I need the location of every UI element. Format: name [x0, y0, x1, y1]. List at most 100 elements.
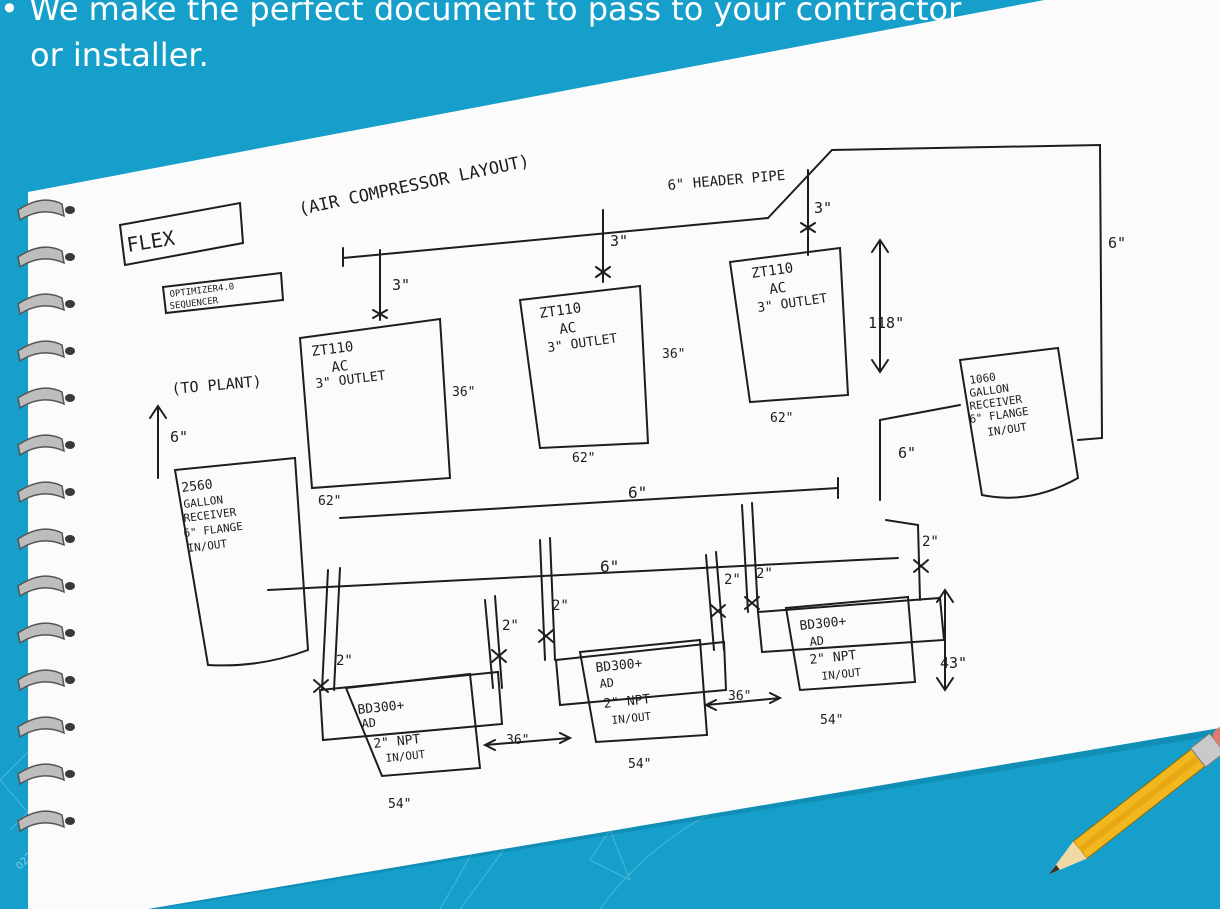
to-plant-pipe-label: 6"	[170, 428, 188, 446]
dryer-3	[784, 595, 917, 692]
spiral-ring	[17, 293, 65, 316]
dryer-3-line-3: 2" NPT	[809, 648, 857, 668]
spiral-hole	[65, 723, 75, 731]
left-receiver-line-3: RECEIVER	[183, 506, 238, 525]
compressor-2	[518, 284, 650, 450]
spiral-hole	[65, 488, 75, 496]
spiral-hole	[65, 394, 75, 402]
sketch-ink	[118, 143, 1104, 778]
compressor-2-line-1: ZT110	[538, 300, 582, 322]
dryer-1-line-1: BD300+	[357, 698, 405, 718]
right-receiver-line-1: 1060	[969, 370, 997, 387]
spiral-ring	[17, 810, 65, 833]
compressor-2-pipe: 3"	[610, 232, 628, 250]
upper-manifold	[339, 487, 839, 519]
spiral-ring	[17, 481, 65, 504]
dryer-1-line-4: IN/OUT	[385, 748, 426, 765]
compressor-1-pipe: 3"	[392, 276, 410, 294]
right-receiver-line-2: GALLON	[969, 382, 1010, 400]
caption: • We make the perfect document to pass t…	[0, 0, 962, 78]
lower-manifold-label: 6"	[600, 557, 619, 576]
left-receiver	[173, 456, 310, 667]
dryer-1	[344, 672, 482, 778]
upper-manifold-label: 6"	[628, 483, 647, 502]
dryer-1-in: 2"	[336, 653, 353, 669]
dryer-3-out: 2"	[922, 534, 939, 550]
caption-line-1: • We make the perfect document to pass t…	[0, 0, 962, 28]
spiral-ring	[17, 528, 65, 551]
dryer-2-out: 2"	[724, 572, 741, 588]
right-receiver	[958, 346, 1080, 499]
dryer-2-line-2: AD	[599, 676, 615, 691]
spiral-hole	[65, 629, 75, 637]
spiral-ring	[17, 387, 65, 410]
spiral-hole	[65, 441, 75, 449]
compressor-1-line-2: AC	[331, 358, 350, 376]
dryer-1-width: 54"	[388, 797, 411, 812]
compressor-2-width: 62"	[572, 451, 595, 466]
right-receiver-line-5: IN/OUT	[987, 421, 1029, 439]
spiral-hole	[65, 300, 75, 308]
spiral-ring	[17, 434, 65, 457]
dryer-gap-2: 36"	[728, 689, 751, 704]
spiral-hole	[65, 676, 75, 684]
compressor-3-line-1: ZT110	[750, 260, 794, 282]
spiral-ring	[17, 575, 65, 598]
spiral-hole	[65, 817, 75, 825]
dryer-2-in: 2"	[552, 598, 569, 614]
spiral-hole	[65, 253, 75, 261]
dryer-2-line-3: 2" NPT	[603, 692, 651, 712]
spiral-ring	[17, 763, 65, 786]
dryer-3-line-1: BD300+	[799, 614, 847, 634]
spiral-ring	[17, 622, 65, 645]
dryer-1-line-3: 2" NPT	[373, 732, 421, 752]
dryer-3-in: 2"	[756, 566, 773, 582]
spiral-binding	[17, 199, 75, 833]
compressor-3	[728, 246, 850, 404]
compressor-3-width: 62"	[770, 411, 793, 426]
dryer-3-width: 54"	[820, 713, 843, 728]
left-receiver-line-2: GALLON	[183, 493, 224, 511]
spiral-ring	[17, 716, 65, 739]
compressor-height: 118"	[868, 314, 904, 332]
spiral-hole	[65, 582, 75, 590]
dryer-2-line-1: BD300+	[595, 656, 643, 676]
spiral-ring	[17, 199, 65, 222]
header-pipe-return	[767, 143, 1104, 441]
dryer-height: 43"	[940, 654, 967, 672]
spiral-ring	[17, 669, 65, 692]
pencil-icon	[1048, 724, 1220, 875]
spiral-ring	[17, 340, 65, 363]
lower-manifold	[267, 557, 899, 591]
compressor-gap-2: 36"	[662, 347, 685, 362]
dryer-1-line-2: AD	[361, 716, 377, 731]
dryer-1-out: 2"	[502, 618, 519, 634]
optimizer-box	[161, 271, 285, 315]
header-pipe	[342, 217, 769, 259]
compressor-1-width: 62"	[318, 494, 341, 509]
compressor-2-line-2: AC	[558, 320, 577, 338]
dryer-gap-1: 36"	[506, 733, 529, 748]
spiral-hole	[65, 347, 75, 355]
dryer-2	[578, 638, 709, 744]
compressor-3-pipe: 3"	[814, 199, 832, 217]
spiral-hole	[65, 535, 75, 543]
dryer-3-line-4: IN/OUT	[821, 666, 862, 683]
right-edge-pipe-label: 6"	[1108, 234, 1126, 252]
compressor-3-line-2: AC	[768, 280, 787, 298]
spiral-hole	[65, 770, 75, 778]
left-receiver-line-5: IN/OUT	[187, 537, 228, 555]
dryer-2-line-4: IN/OUT	[611, 710, 652, 727]
caption-line-2: or installer.	[30, 36, 209, 74]
compressor-gap-1: 36"	[452, 385, 475, 400]
compressor-1	[298, 317, 452, 490]
dryer-3-line-2: AD	[809, 634, 825, 649]
left-receiver-line-1: 2560	[181, 477, 214, 496]
compressor-1-line-1: ZT110	[311, 339, 355, 360]
spiral-hole	[65, 206, 75, 214]
flex-box	[118, 201, 245, 267]
dryer-2-width: 54"	[628, 757, 651, 772]
right-drop-label: 6"	[898, 444, 916, 462]
